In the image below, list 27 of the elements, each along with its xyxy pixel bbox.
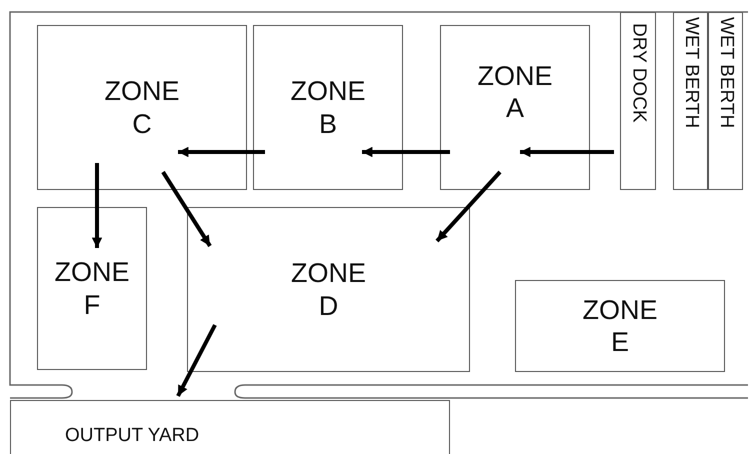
berth-area (673, 12, 708, 190)
zone-area (515, 280, 725, 372)
arrow (178, 146, 265, 158)
arrow (161, 170, 212, 248)
zone-label: ZONE B (289, 75, 366, 140)
zone-label: ZONE E (581, 294, 658, 358)
arrow (362, 146, 450, 158)
dock-area (620, 12, 656, 190)
arrow (436, 170, 502, 242)
yard-area (10, 400, 450, 454)
zone-label: ZONE F (53, 256, 130, 321)
zone-label: ZONE C (103, 75, 180, 140)
arrow (92, 163, 102, 248)
zone-area (253, 25, 403, 190)
zone-label: ZONE D (290, 257, 367, 322)
arrow (176, 324, 217, 397)
berth-label: WET BERTH (714, 17, 737, 128)
zone-area (37, 207, 147, 370)
zone-area (37, 25, 247, 190)
zone-label: ZONE A (476, 60, 554, 125)
zone-area (187, 207, 470, 372)
dock-label: DRY DOCK (627, 23, 650, 123)
berth-label: WET BERTH (680, 17, 702, 128)
zone-area (440, 25, 590, 190)
yard-label: OUTPUT YARD (65, 425, 200, 448)
berth-area (708, 12, 743, 190)
arrow (520, 146, 614, 158)
